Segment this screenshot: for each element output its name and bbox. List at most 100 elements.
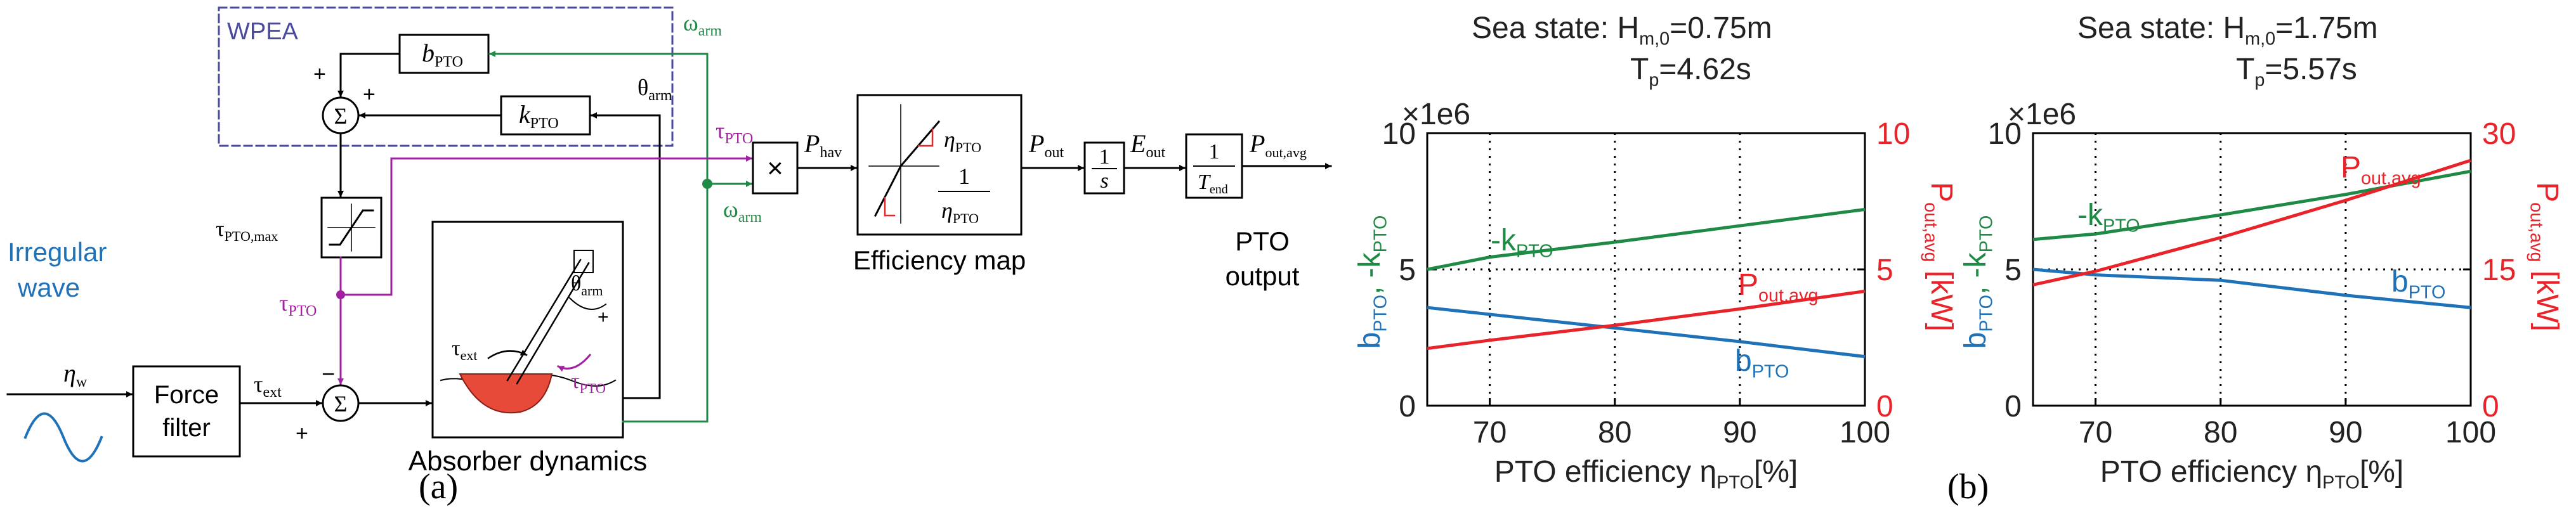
y-left-tick-label: 10 [1382,117,1416,151]
absorber-floater [459,373,553,414]
tau-pto-label-mid: τPTO [279,290,317,319]
series-label-k-pto: -kPTO [2077,198,2140,236]
omega-branch-dot [702,179,712,189]
x-axis-label: PTO efficiency ηPTO[%] [1494,455,1798,493]
wave-icon [23,412,103,463]
y-left-exponent: ×1e6 [2008,98,2076,131]
y-left-tick-label: 0 [2004,390,2022,423]
force-sum-minus: − [322,361,335,387]
averaging-den: Tend [1198,171,1228,197]
y-right-tick-label: 5 [1876,254,1893,287]
y-left-tick-label: 0 [1399,390,1416,423]
irregular-wave-label-1: Irregular [8,237,107,267]
x-tick-label: 90 [1723,416,1756,449]
absorber-theta-label: θarm [571,272,603,299]
wire-omega-to-b [488,51,709,172]
series-label-b-pto: bPTO [2391,265,2445,303]
wpea-label: WPEA [227,18,299,45]
efficiency-map-slope-red-bottom [884,197,896,217]
e-out-label: Eout [1130,129,1165,161]
series-label-p-out-avg: Pout,avg [2341,151,2421,189]
k-pto-block [500,95,591,136]
x-tick-label: 90 [2329,416,2362,449]
series-label-b-pto: bPTO [1735,344,1789,382]
integrator-den: s [1100,169,1108,193]
efficiency-map-curve-low [873,164,903,217]
wpea-sum-plus-right: + [363,82,376,106]
block-diagram: WPEA bPTO kPTO Σ + + ωarm θarm τPTO,max … [6,6,1332,506]
efficiency-map-caption: Efficiency map [853,245,1026,275]
multiplier-block [752,141,799,195]
chart-title-line2: Tp=4.62s [1630,53,1751,91]
y-left-exponent: ×1e6 [1402,98,1470,131]
wpea-sum-symbol: Σ [334,103,348,129]
series-label-p-out-avg: Pout,avg [1738,268,1818,306]
b-pto-block [398,34,490,74]
y-left-axis-label: bPTO, -kPTO [1353,216,1391,349]
wire-b-to-sum [337,53,401,98]
x-tick-label: 70 [2079,416,2112,449]
series-label-k-pto: -kPTO [1491,224,1553,262]
force-sum-symbol: Σ [334,391,348,416]
absorber-arm [506,259,590,385]
y-right-tick-label: 15 [2482,254,2516,287]
absorber-dynamics-caption: Absorber dynamics [409,446,648,477]
tau-pto-label-top: τPTO [716,118,753,147]
panel-a-label: (a) [419,467,458,506]
force-filter-label-1: Force [154,381,219,409]
pto-output-caption-1: PTO [1235,226,1290,256]
p-out-avg-label: Pout,avg [1249,129,1307,160]
p-out-label: Pout [1028,129,1064,161]
theta-arm-label-top: θarm [637,75,672,104]
absorber-tau-pto-arrow [556,353,592,372]
absorber-tau-ext-arrow [487,349,528,359]
x-tick-label: 70 [1473,416,1507,449]
omega-arm-label-bottom: ωarm [723,197,762,226]
y-right-tick-label: 0 [1876,390,1893,423]
series-line-1 [1427,306,1866,359]
x-axis-label: PTO efficiency ηPTO[%] [2100,455,2403,493]
y-right-axis-label: Pout,avg [kW] [2526,182,2564,332]
omega-arm-label-top: ωarm [683,10,722,39]
efficiency-map-slope-red-top [917,128,934,147]
absorber-plus-sign: + [598,307,609,328]
force-filter-block [132,365,241,458]
eta-w-label: ηw [63,359,88,390]
efficiency-map-eta-label: ηPTO [944,127,981,155]
k-pto-block-label: kPTO [519,100,559,132]
efficiency-map-block [856,94,1023,236]
y-left-tick-label: 5 [1399,254,1416,287]
wpea-sum-plus-top: + [313,62,326,86]
y-left-tick-label: 5 [2004,254,2022,287]
x-tick-label: 100 [1840,416,1890,449]
efficiency-map-axes [868,104,939,224]
panel-b-label: (b) [1947,467,1989,506]
force-filter-label-2: filter [162,414,211,442]
irregular-wave-label-2: wave [17,273,80,302]
saturation-curve [329,209,374,246]
chart-title-line2: Tp=5.57s [2236,53,2357,91]
x-tick-label: 100 [2445,416,2496,449]
y-right-tick-label: 0 [2482,390,2499,423]
pto-output-caption-2: output [1226,261,1300,291]
x-tick-label: 80 [1598,416,1631,449]
chart-title-line1: Sea state: Hm,0=0.75m [1472,11,1772,49]
plot-frame [1426,132,1866,407]
wire-absorber-omega-out [622,170,709,423]
multiplier-symbol: × [767,153,783,184]
chart-title-line1: Sea state: Hm,0=1.75m [2077,11,2378,49]
absorber-tau-pto-label: τPTO [571,370,606,396]
absorber-theta-arc [568,297,607,310]
y-left-axis-label: bPTO, -kPTO [1959,216,1997,349]
y-right-tick-label: 10 [1876,117,1910,151]
saturation-label: τPTO,max [216,217,278,244]
absorber-tau-ext-label: τext [452,337,478,363]
p-hav-label: Phav [804,129,842,161]
efficiency-map-one: 1 [958,164,970,189]
wpea-region [218,6,674,147]
y-left-tick-label: 10 [1988,117,2022,151]
absorber-pivot-bracket [573,250,594,273]
